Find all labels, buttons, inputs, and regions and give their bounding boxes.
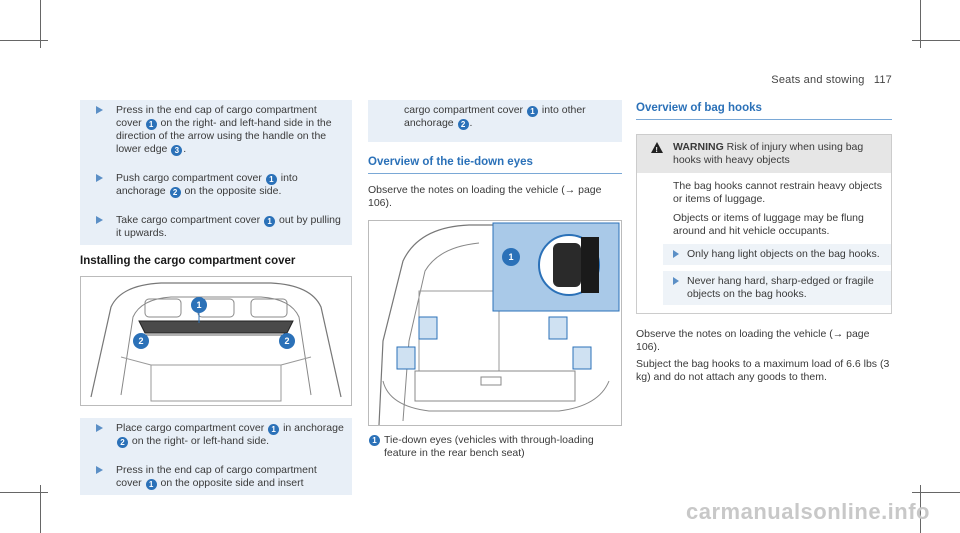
warning-body: The bag hooks cannot restrain heavy obje… — [637, 173, 891, 313]
cargo-cover-illustration: 1 2 2 — [90, 282, 342, 402]
figure-callout: 2 — [138, 336, 143, 346]
cargo-cover-figure: 1 2 2 — [80, 276, 352, 406]
instruction-step: Take cargo compartment cover 1 out by pu… — [80, 210, 352, 245]
warning-text: Objects or items of luggage may be flung… — [673, 212, 864, 237]
warning-label: WARNING — [673, 141, 724, 153]
page-header: Seats and stowing 117 — [771, 74, 892, 86]
step-gap — [80, 161, 352, 168]
column-left: Press in the end cap of cargo compartmen… — [80, 100, 352, 495]
step-gap — [80, 203, 352, 210]
section-heading: Overview of the tie-down eyes — [368, 156, 622, 174]
figure-caption: 1 Tie-down eyes (vehicles with through-l… — [368, 434, 622, 460]
instruction-step: Place cargo compartment cover 1 in ancho… — [80, 418, 352, 453]
warning-title: Risk of injury when using bag hooks with… — [673, 141, 864, 166]
warning-icon — [651, 142, 663, 157]
callout-badge: 2 — [169, 187, 181, 198]
load-text: Subject the bag hooks to a maximum load … — [636, 358, 890, 383]
callout-badge: 2 — [457, 119, 469, 130]
figure-callout: 1 — [196, 300, 201, 310]
callout-badge: 1 — [369, 435, 380, 446]
step-arrow-icon — [96, 174, 103, 182]
page-number: 117 — [873, 74, 892, 86]
warning-step: Only hang light objects on the bag hooks… — [663, 244, 891, 265]
step-arrow-icon — [96, 106, 103, 114]
figure-callout: 2 — [284, 336, 289, 346]
crop-mark — [920, 0, 921, 48]
section-title: Seats and stowing — [771, 74, 865, 86]
observe-text: Observe the notes on loading the vehicle… — [368, 184, 602, 209]
warning-text: The bag hooks cannot restrain heavy obje… — [673, 180, 882, 205]
callout-badge: 1 — [145, 119, 157, 130]
callout-badge: 1 — [526, 106, 538, 117]
section-heading: Overview of bag hooks — [636, 102, 892, 120]
crop-mark — [0, 492, 48, 493]
crop-mark — [40, 485, 41, 533]
figure-callout: 1 — [508, 252, 513, 262]
callout-badge: 1 — [264, 216, 276, 227]
instruction-step: Press in the end cap of cargo compartmen… — [80, 100, 352, 161]
tiedown-illustration: 1 — [378, 222, 620, 426]
callout-badge: 1 — [145, 479, 157, 490]
crop-mark — [0, 40, 48, 41]
section-heading: Installing the cargo compartment cover — [80, 255, 296, 267]
tiedown-figure: 1 — [368, 220, 622, 426]
instruction-step: Push cargo compartment cover 1 into anch… — [80, 168, 352, 203]
column-right: Overview of bag hooks WARNING Risk of in… — [636, 100, 892, 384]
step-arrow-icon — [96, 466, 103, 474]
callout-badge: 3 — [171, 145, 183, 156]
step-arrow-icon — [96, 424, 103, 432]
crop-mark — [920, 485, 921, 533]
warning-step: Never hang hard, sharp-edged or fragile … — [663, 271, 891, 305]
step-gap — [80, 453, 352, 460]
callout-badge: 1 — [268, 424, 280, 435]
step-arrow-icon — [96, 216, 103, 224]
step-arrow-icon — [673, 277, 679, 285]
instruction-step-continued: cargo compartment cover 1 into other anc… — [368, 100, 622, 142]
crop-mark — [40, 0, 41, 48]
column-middle: cargo compartment cover 1 into other anc… — [368, 100, 622, 460]
step-arrow-icon — [673, 250, 679, 258]
instruction-step: Press in the end cap of cargo compartmen… — [80, 460, 352, 495]
warning-header: WARNING Risk of injury when using bag ho… — [637, 135, 891, 173]
warning-box: WARNING Risk of injury when using bag ho… — [636, 134, 892, 314]
callout-badge: 1 — [265, 174, 277, 185]
observe-text: Observe the notes on loading the vehicle… — [636, 328, 870, 353]
crop-mark — [912, 40, 960, 41]
watermark: carmanualsonline.info — [686, 499, 930, 524]
crop-mark — [912, 492, 960, 493]
callout-badge: 2 — [117, 437, 128, 448]
